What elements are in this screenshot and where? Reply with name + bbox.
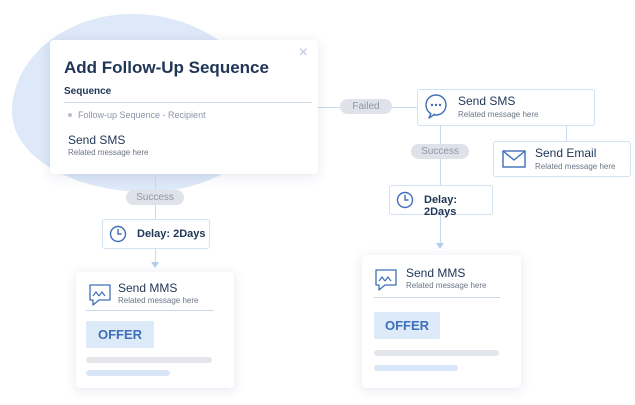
failed-pill: Failed	[340, 99, 392, 114]
send-mms-card-left[interactable]: Send MMS Related message here OFFER	[76, 272, 234, 388]
success-pill-left: Success	[126, 190, 184, 205]
add-sequence-card: Add Follow-Up Sequence × Sequence Follow…	[50, 40, 318, 174]
mms-subtitle-right: Related message here	[406, 281, 487, 290]
section-label: Sequence	[64, 86, 112, 97]
send-email-title: Send Email	[535, 146, 597, 160]
send-email-node[interactable]: Send Email Related message here	[493, 141, 631, 177]
close-icon[interactable]: ×	[298, 44, 308, 61]
send-sms-title: Send SMS	[458, 94, 516, 108]
placeholder-line	[86, 357, 212, 363]
section-divider	[64, 102, 312, 103]
delay-label-right: Delay: 2Days	[424, 194, 458, 218]
mms-title-right: Send MMS	[406, 266, 466, 280]
bullet-icon	[68, 113, 72, 117]
image-message-icon	[89, 284, 111, 306]
card-title: Add Follow-Up Sequence	[64, 58, 269, 77]
offer-button-left[interactable]: OFFER	[86, 321, 154, 348]
list-item-label: Follow-up Sequence - Recipient	[78, 110, 206, 120]
delay-node-right[interactable]: Delay: 2Days	[389, 185, 493, 218]
offer-button-right[interactable]: OFFER	[374, 312, 440, 339]
list-item[interactable]: Follow-up Sequence - Recipient	[68, 110, 206, 120]
placeholder-line	[374, 350, 499, 356]
mms-subtitle-left: Related message here	[118, 296, 199, 305]
send-mms-card-right[interactable]: Send MMS Related message here OFFER	[362, 255, 521, 388]
sms-subtitle: Related message here	[68, 148, 149, 157]
delay-label-left: Delay: 2Days	[137, 228, 206, 240]
delay-node-left[interactable]: Delay: 2Days	[102, 219, 210, 249]
arrow-left	[151, 262, 159, 268]
success-pill-right: Success	[411, 144, 469, 159]
send-sms-node[interactable]: Send SMS Related message here	[417, 89, 595, 126]
envelope-icon	[502, 150, 526, 168]
placeholder-line-accent	[86, 370, 170, 376]
mms-divider-left	[86, 310, 214, 311]
sms-title: Send SMS	[68, 133, 126, 147]
clock-icon	[109, 225, 127, 243]
send-sms-subtitle: Related message here	[458, 110, 539, 119]
clock-icon	[396, 191, 414, 209]
arrow-right	[436, 243, 444, 249]
image-message-icon	[375, 269, 397, 291]
chat-bubble-icon	[425, 94, 447, 119]
placeholder-line-accent	[374, 365, 458, 371]
mms-title-left: Send MMS	[118, 281, 178, 295]
send-email-subtitle: Related message here	[535, 162, 616, 171]
mms-divider-right	[374, 297, 500, 298]
connector-email	[566, 124, 567, 142]
